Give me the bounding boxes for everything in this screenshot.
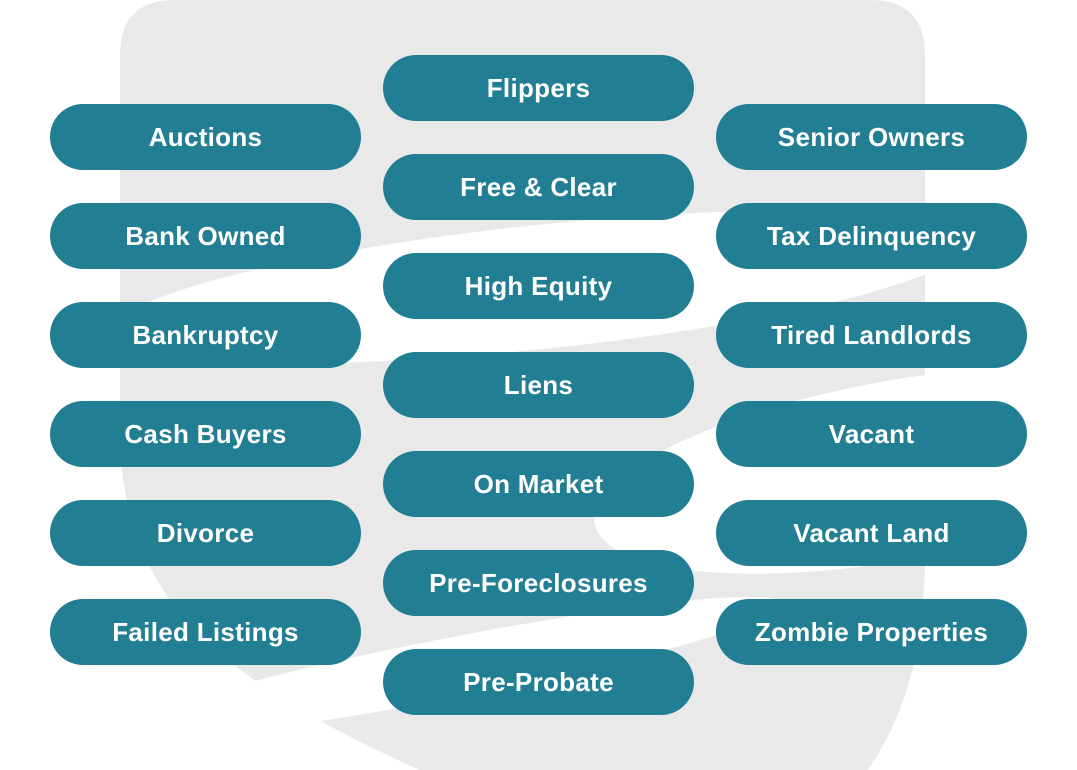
pill-senior-owners[interactable]: Senior Owners bbox=[716, 104, 1027, 170]
pill-tired-landlords[interactable]: Tired Landlords bbox=[716, 302, 1027, 368]
pill-liens[interactable]: Liens bbox=[383, 352, 694, 418]
pill-zombie-properties[interactable]: Zombie Properties bbox=[716, 599, 1027, 665]
pill-flippers[interactable]: Flippers bbox=[383, 55, 694, 121]
column-left: Auctions Bank Owned Bankruptcy Cash Buye… bbox=[50, 104, 361, 665]
column-right: Senior Owners Tax Delinquency Tired Land… bbox=[716, 104, 1027, 665]
pill-vacant[interactable]: Vacant bbox=[716, 401, 1027, 467]
pill-on-market[interactable]: On Market bbox=[383, 451, 694, 517]
pill-auctions[interactable]: Auctions bbox=[50, 104, 361, 170]
pill-bankruptcy[interactable]: Bankruptcy bbox=[50, 302, 361, 368]
pill-tax-delinquency[interactable]: Tax Delinquency bbox=[716, 203, 1027, 269]
pill-bank-owned[interactable]: Bank Owned bbox=[50, 203, 361, 269]
pill-cash-buyers[interactable]: Cash Buyers bbox=[50, 401, 361, 467]
pill-divorce[interactable]: Divorce bbox=[50, 500, 361, 566]
pill-high-equity[interactable]: High Equity bbox=[383, 253, 694, 319]
pill-pre-foreclosures[interactable]: Pre-Foreclosures bbox=[383, 550, 694, 616]
pill-free-and-clear[interactable]: Free & Clear bbox=[383, 154, 694, 220]
pill-vacant-land[interactable]: Vacant Land bbox=[716, 500, 1027, 566]
column-middle: Flippers Free & Clear High Equity Liens … bbox=[383, 55, 694, 715]
pill-pre-probate[interactable]: Pre-Probate bbox=[383, 649, 694, 715]
pill-failed-listings[interactable]: Failed Listings bbox=[50, 599, 361, 665]
